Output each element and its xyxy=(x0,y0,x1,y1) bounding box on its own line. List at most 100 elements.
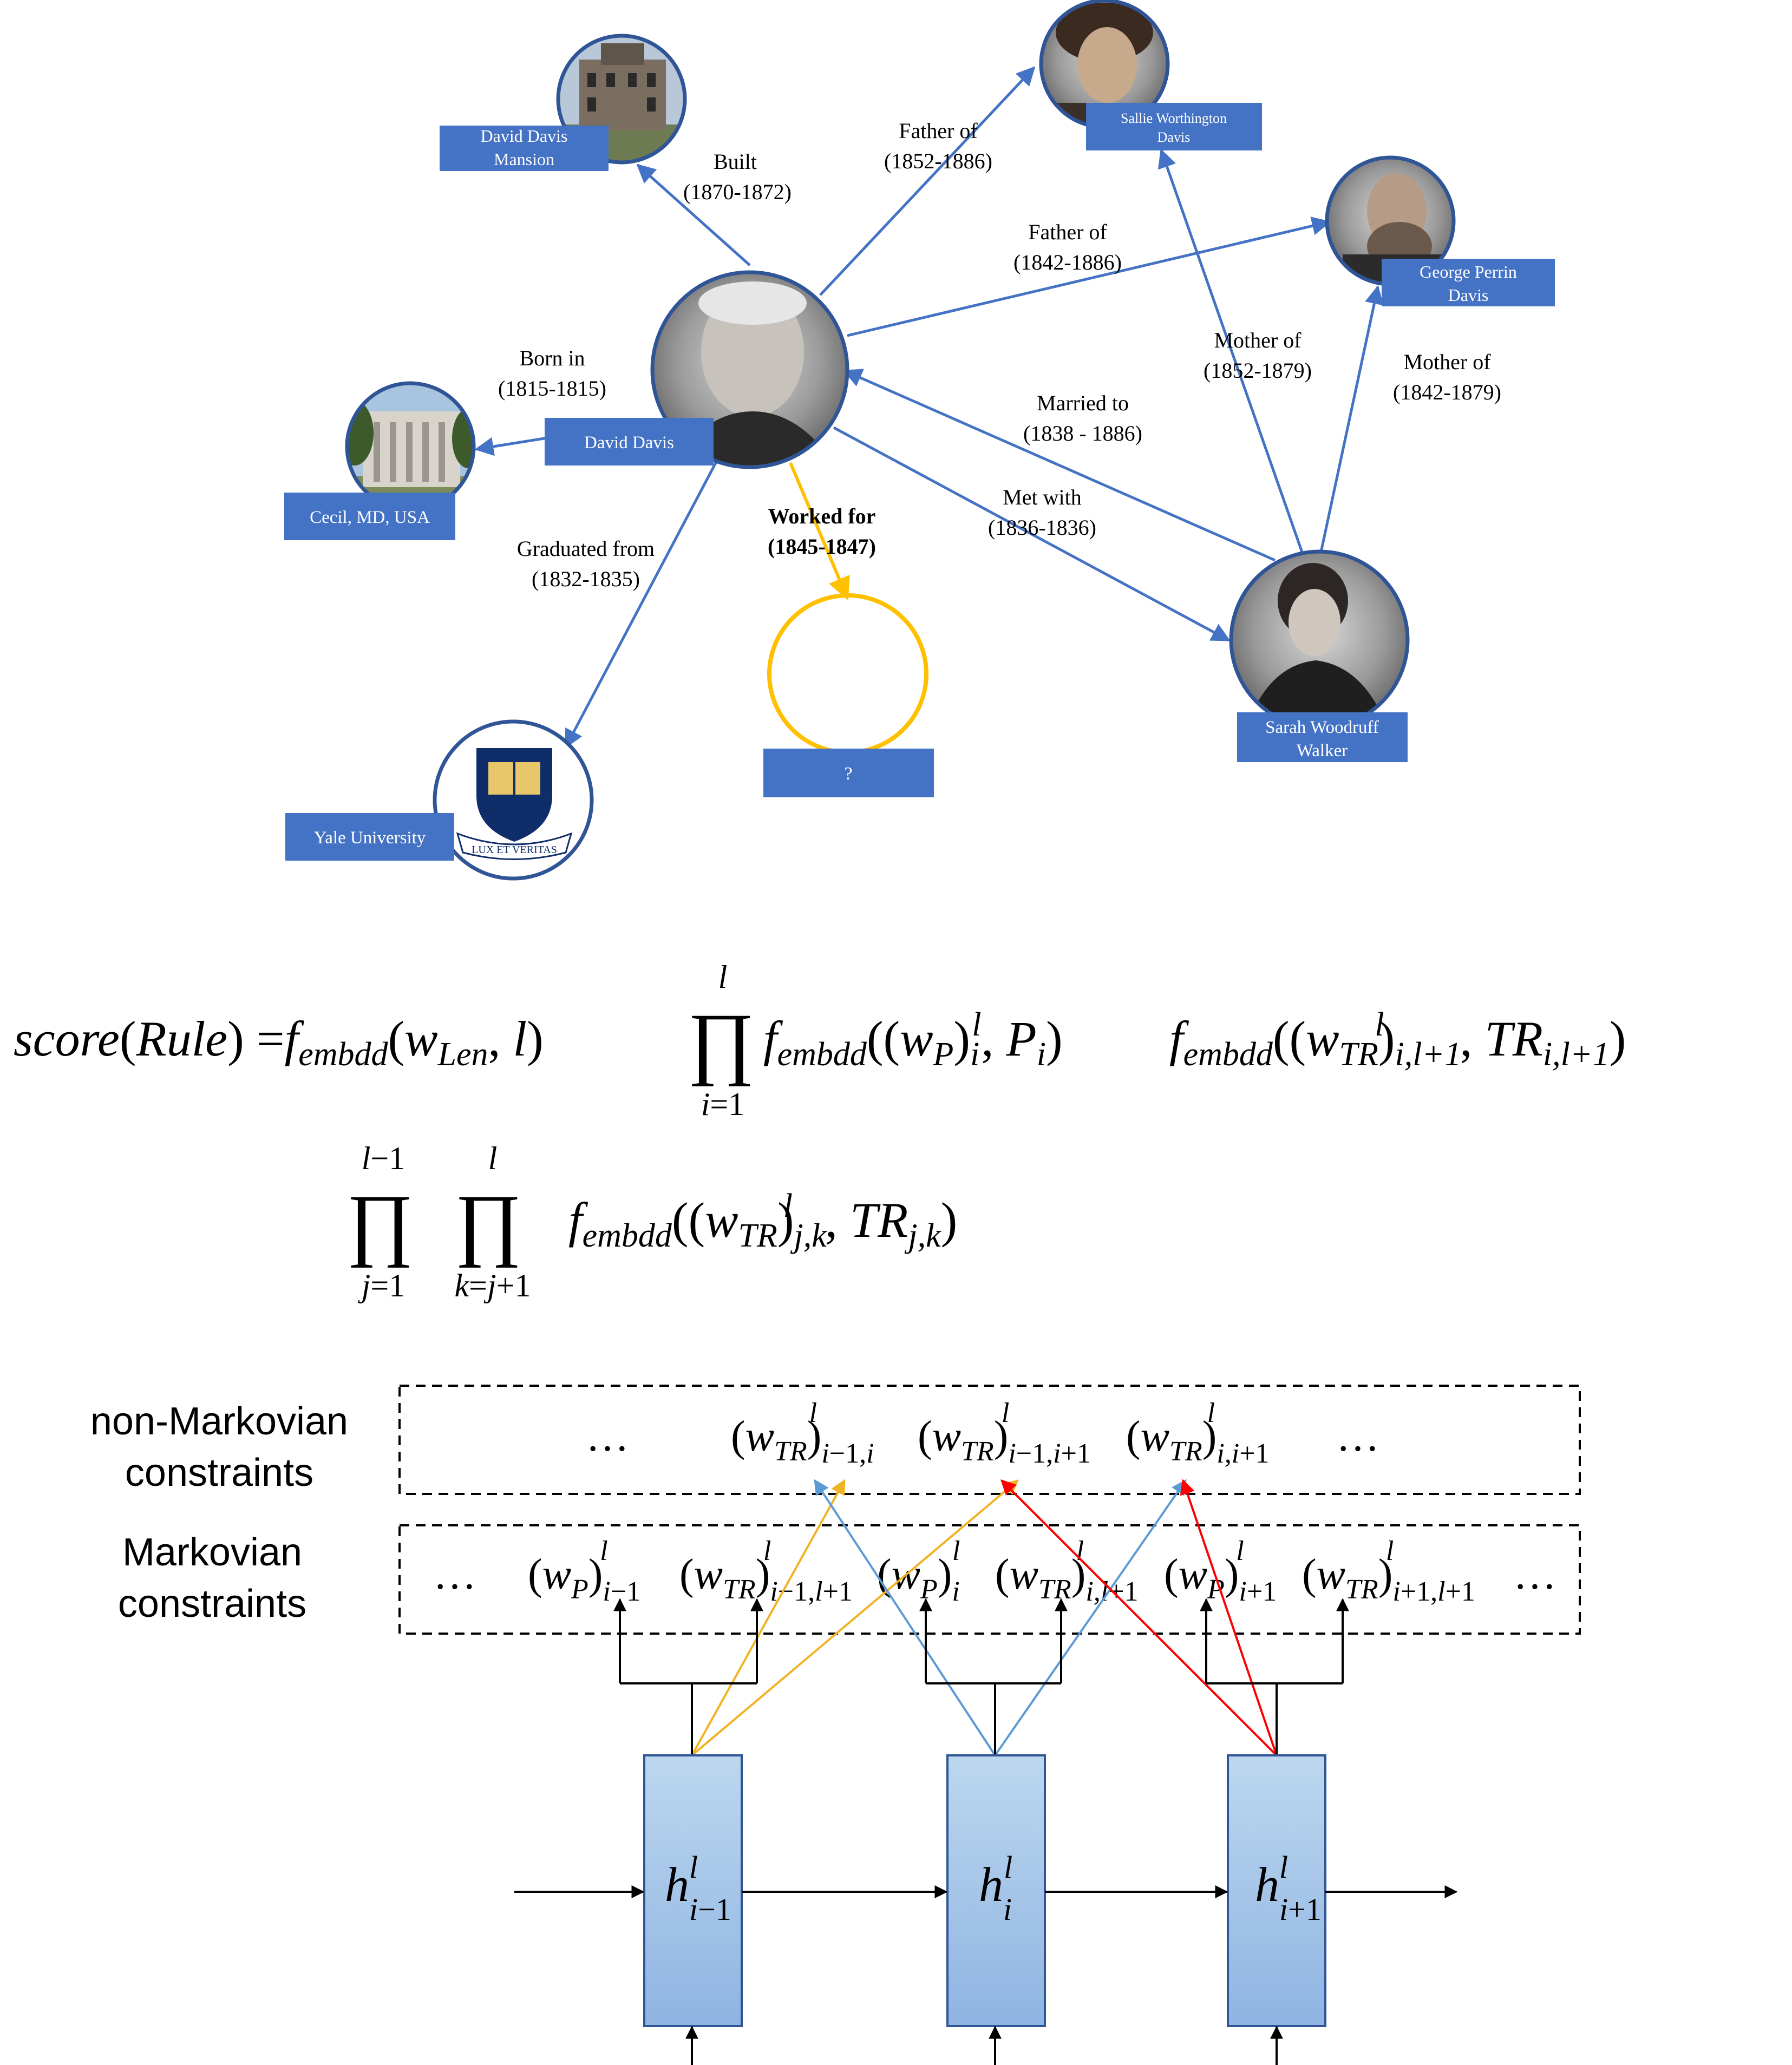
node-george-label-box xyxy=(1382,259,1555,306)
markovian-label-line1: Markovian xyxy=(122,1531,302,1574)
edge-married-to xyxy=(842,369,1276,562)
node-george[interactable]: George Perrin Davis xyxy=(1325,155,1555,306)
label-father-george-line2: (1842-1886) xyxy=(1013,250,1122,274)
m-ellipsis-left: … xyxy=(433,1551,476,1598)
formula-line1-factor2: fembdd((wP)il, Pi) xyxy=(763,1006,1063,1073)
label-graduated-from-line1: Graduated from xyxy=(517,536,655,561)
product-symbol-3: ∏ xyxy=(455,1178,522,1268)
edge-labels: Built (1870-1872) Father of (1852-1886) … xyxy=(498,119,1501,591)
fork-cell-2 xyxy=(925,1602,1062,1755)
node-yale[interactable]: LUX ET VERITAS Yale University xyxy=(285,719,594,881)
edge-graduated-from xyxy=(564,454,722,749)
formula-line1: score(Rule) =fembdd(wLen, l) xyxy=(14,1011,544,1073)
blue-link-2 xyxy=(994,1479,1187,1756)
product-3-lower: k=j+1 xyxy=(455,1268,531,1303)
fork-cell-3 xyxy=(1205,1602,1344,1755)
node-unknown[interactable]: ? xyxy=(763,593,934,797)
m-ellipsis-right: … xyxy=(1513,1551,1556,1598)
label-mother-george-line2: (1842-1879) xyxy=(1393,380,1501,404)
edge-mother-sallie xyxy=(1157,148,1304,553)
label-father-george-line1: Father of xyxy=(1028,220,1107,244)
product-1-lower: i=1 xyxy=(701,1086,745,1122)
nm-term-w-tr-i-i1: (wTR)i,i+1l xyxy=(1126,1398,1270,1469)
knowledge-graph: David Davis Mansion Sallie Worthington D… xyxy=(284,0,1555,881)
product-3-upper: l xyxy=(488,1140,498,1176)
label-born-in-line2: (1815-1815) xyxy=(498,376,606,401)
node-mansion-label-line2: Mansion xyxy=(494,149,554,169)
nm-ellipsis-right: … xyxy=(1336,1413,1379,1460)
label-married-to-line2: (1838 - 1886) xyxy=(1023,421,1142,445)
non-markovian-label-line2: constraints xyxy=(125,1451,313,1494)
node-yale-label: Yale University xyxy=(314,828,426,848)
edge-father-sallie xyxy=(819,66,1036,296)
node-george-label-line1: George Perrin xyxy=(1420,262,1517,281)
node-david-label-box xyxy=(545,418,714,466)
product-symbol-2: ∏ xyxy=(346,1178,414,1268)
yale-motto: LUX ET VERITAS xyxy=(472,844,557,856)
red-link-1 xyxy=(1000,1479,1278,1756)
orange-link-2 xyxy=(691,1479,1019,1756)
m-term-w-tr-i-1-l1: (wTR)i−1,l+1l xyxy=(679,1536,853,1607)
node-sarah[interactable]: Sarah Woodruff Walker xyxy=(1229,549,1410,762)
m-term-w-p-i1: (wP)i+1l xyxy=(1164,1536,1277,1607)
label-father-sallie-line1: Father of xyxy=(899,119,978,143)
label-met-with-line1: Met with xyxy=(1003,485,1082,509)
product-2-upper: l−1 xyxy=(362,1140,406,1176)
node-david-label: David Davis xyxy=(584,433,674,453)
yale-shield-logo: LUX ET VERITAS xyxy=(456,748,573,860)
label-father-sallie-line2: (1852-1886) xyxy=(884,149,992,173)
label-mother-sallie-line2: (1852-1879) xyxy=(1204,358,1312,383)
mansion-photo xyxy=(558,36,685,162)
label-mother-george-line1: Mother of xyxy=(1403,350,1491,374)
node-sarah-label-box xyxy=(1237,712,1408,762)
nm-term-w-tr-i-1-i: (wTR)i−1,il xyxy=(731,1398,874,1469)
label-worked-for-line2: (1845-1847) xyxy=(768,534,876,559)
node-cecil-label-box xyxy=(284,493,455,540)
label-met-with-line2: (1836-1836) xyxy=(988,515,1096,540)
node-mansion-label-line1: David Davis xyxy=(481,126,568,146)
label-born-in-line1: Born in xyxy=(519,346,585,370)
edge-mother-george xyxy=(1319,285,1384,553)
label-married-to-line1: Married to xyxy=(1037,391,1129,415)
edge-met-with xyxy=(833,426,1231,642)
label-graduated-from-line2: (1832-1835) xyxy=(532,567,640,591)
label-worked-for-line1: Worked for xyxy=(768,504,876,528)
product-2-lower: j=1 xyxy=(358,1268,406,1303)
nm-term-w-tr-i-1-i1: (wTR)i−1,i+1l xyxy=(918,1398,1091,1469)
node-sallie[interactable]: Sallie Worthington Davis xyxy=(1039,0,1262,150)
node-unknown-label-box xyxy=(763,749,934,797)
blue-link-1 xyxy=(814,1479,996,1756)
edge-father-george xyxy=(847,217,1331,337)
formula-line2-factor: fembdd((wTR)j,kl, TRj,k) xyxy=(568,1188,957,1254)
node-sallie-label-box xyxy=(1086,103,1262,150)
node-cecil-label: Cecil, MD, USA xyxy=(310,508,430,527)
score-formula: score(Rule) =fembdd(wLen, l) ∏ l i=1 fem… xyxy=(14,959,1626,1303)
formula-line1-factor3: fembdd((wTR)i,l+1l, TRi,l+1) xyxy=(1169,1006,1626,1073)
constraint-diagram: non-Markovian constraints Markovian cons… xyxy=(90,1385,1581,2065)
edge-built xyxy=(636,163,751,266)
non-markovian-label-line1: non-Markovian xyxy=(90,1400,348,1443)
m-term-w-p-i: (wP)il xyxy=(877,1536,960,1607)
m-term-w-tr-i1-l1: (wTR)i+1,l+1l xyxy=(1302,1536,1475,1607)
fork-cell-1 xyxy=(619,1602,758,1755)
node-george-label-line2: Davis xyxy=(1448,285,1489,305)
non-markovian-box xyxy=(398,1385,1581,1495)
red-link-2 xyxy=(1180,1479,1278,1756)
node-mansion[interactable]: David Davis Mansion xyxy=(440,32,690,171)
node-unknown-label: ? xyxy=(844,764,852,784)
product-symbol-1: ∏ xyxy=(688,997,755,1087)
node-cecil[interactable]: Cecil, MD, USA xyxy=(284,381,485,540)
orange-link-1 xyxy=(691,1479,846,1756)
edge-worked-for xyxy=(789,462,850,600)
node-sarah-label-line1: Sarah Woodruff xyxy=(1265,718,1379,737)
label-built-line2: (1870-1872) xyxy=(683,180,792,204)
markovian-box xyxy=(398,1524,1581,1635)
node-david[interactable]: David Davis xyxy=(545,270,850,471)
m-term-w-p-i-1: (wP)i−1l xyxy=(528,1536,640,1607)
label-mother-sallie-line1: Mother of xyxy=(1214,328,1302,352)
node-mansion-label-box xyxy=(440,126,609,171)
node-sallie-label-line2: Davis xyxy=(1157,129,1191,145)
hidden-cell-i-1 xyxy=(643,1754,743,2027)
markovian-label-line2: constraints xyxy=(118,1582,306,1625)
